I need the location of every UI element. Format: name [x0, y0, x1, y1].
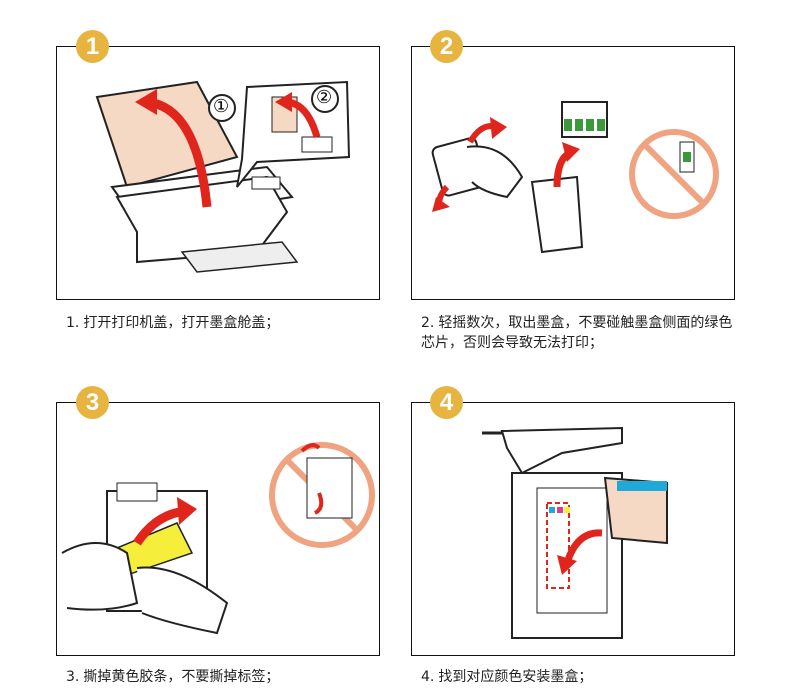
step-3-panel — [56, 402, 380, 656]
step-text: 打开打印机盖，打开墨盒舱盖； — [83, 315, 280, 331]
step-4-panel — [411, 402, 735, 656]
shake-remove-cartridge-illustration — [431, 101, 719, 254]
callout-2: ② — [316, 87, 333, 108]
step-number: 2. — [421, 315, 435, 331]
printer-open-lid-illustration — [95, 80, 351, 273]
step-1-badge: 1 — [76, 30, 109, 63]
install-cartridge-illustration — [482, 426, 668, 639]
remove-yellow-tape-illustration — [61, 442, 375, 635]
step-1-panel: ① ② — [56, 46, 380, 300]
step-3-badge: 3 — [76, 386, 109, 419]
step-number: 3. — [66, 669, 80, 685]
step-1-caption: 1.打开打印机盖，打开墨盒舱盖； — [66, 313, 386, 333]
step-3-caption: 3.撕掉黄色胶条，不要撕掉标签； — [66, 667, 386, 687]
step-4-caption: 4.找到对应颜色安装墨盒； — [421, 667, 741, 687]
step-number: 1. — [66, 315, 80, 331]
step-text: 撕掉黄色胶条，不要撕掉标签； — [83, 669, 280, 685]
callout-1: ① — [213, 96, 230, 117]
step-number: 4. — [421, 669, 435, 685]
step-text: 找到对应颜色安装墨盒； — [438, 669, 593, 685]
step-text: 轻摇数次，取出墨盒，不要碰触墨盒侧面的绿色芯片，否则会导致无法打印； — [421, 315, 733, 351]
step-2-caption: 2.轻摇数次，取出墨盒，不要碰触墨盒侧面的绿色芯片，否则会导致无法打印； — [421, 313, 741, 353]
step-2-panel — [411, 46, 735, 300]
step-4-badge: 4 — [430, 386, 463, 419]
step-2-badge: 2 — [430, 30, 463, 63]
